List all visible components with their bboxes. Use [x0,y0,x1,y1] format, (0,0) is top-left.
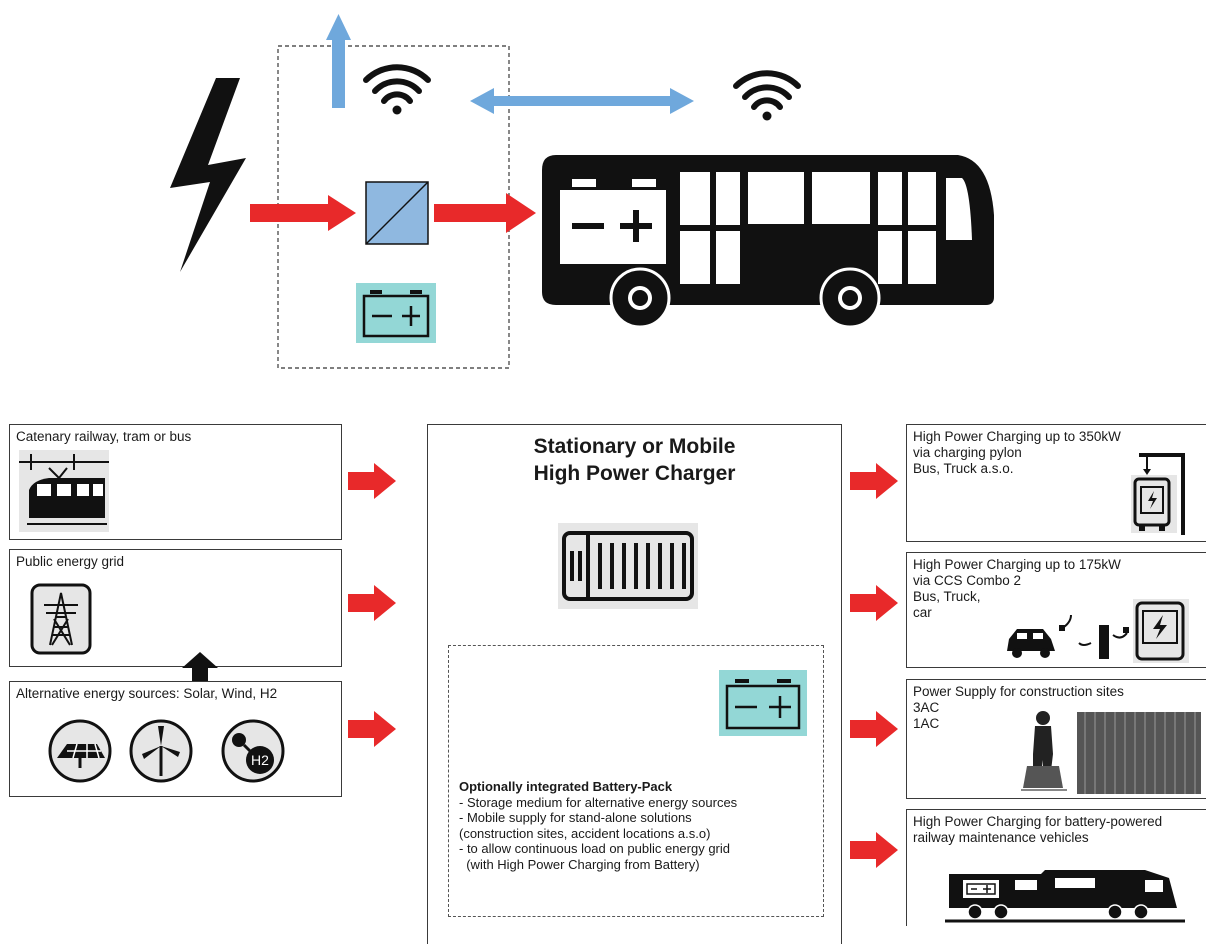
uplink-arrow [326,14,351,108]
source-label: Catenary railway, tram or bus [16,429,192,444]
output-label: High Power Charging for battery-powered … [913,814,1163,845]
power-pylon-icon [30,583,92,655]
communication-arrow [470,88,694,114]
battery-pack-line: - Storage medium for alternative energy … [459,794,738,810]
output-box-railway: High Power Charging for battery-powered … [906,809,1206,926]
train-icon [19,450,109,532]
source-label: Public energy grid [16,554,125,569]
source-label: Alternative energy sources: Solar, Wind,… [16,686,278,701]
battery-icon [356,283,436,343]
output-label: High Power Charging up to 175kW via CCS … [913,557,1121,620]
output-arrow-railway [850,832,898,868]
battery-pack-line: (with High Power Charging from Battery) [459,856,700,872]
input-arrow-catenary [348,463,396,499]
container-icon [558,523,698,609]
charger-title: Stationary or Mobile High Power Charger [533,435,736,485]
output-arrow-construction [850,711,898,747]
source-box-catenary: Catenary railway, tram or bus [9,424,342,540]
output-arrow-175kw [850,585,898,621]
battery-pack-description: Optionally integrated Battery-Pack - Sto… [459,779,737,872]
worker-container-icon [1021,711,1201,794]
bus-icon [542,155,994,329]
wifi-icon [363,64,431,115]
railway-vehicle-icon [945,870,1185,923]
battery-pack-title: Optionally integrated Battery-Pack [459,779,673,794]
output-box-175kw: High Power Charging up to 175kW via CCS … [906,552,1206,668]
output-box-350kw: High Power Charging up to 350kW via char… [906,424,1206,542]
battery-pack-line: (construction sites, accident locations … [459,825,711,841]
solar-panel-icon [48,719,112,783]
bus-charging-pylon-icon [1131,453,1185,535]
battery-pack-line: - to allow continuous load on public ene… [459,841,731,856]
wind-turbine-icon [129,719,193,783]
hydrogen-icon: H2 [221,719,285,783]
charger-box: Stationary or Mobile High Power Charger … [427,424,842,944]
car-bus-charging-icon [1007,599,1189,663]
h2-label: H2 [251,752,269,768]
converter-icon [365,181,429,245]
wifi-icon [733,70,801,121]
output-label: High Power Charging up to 350kW via char… [913,429,1121,476]
input-arrow-alternative [348,711,396,747]
battery-pack-section: Optionally integrated Battery-Pack - Sto… [448,645,824,917]
battery-icon [719,670,807,736]
source-box-alternative: Alternative energy sources: Solar, Wind,… [9,681,342,797]
output-label: Power Supply for construction sites 3AC … [913,684,1124,731]
power-output-arrow [434,193,536,233]
top-diagram [170,14,994,369]
battery-pack-line: - Mobile supply for stand-alone solution… [459,810,692,825]
input-arrow-grid [348,585,396,621]
source-box-grid: Public energy grid [9,549,342,667]
upward-arrow [182,652,218,684]
output-box-construction: Power Supply for construction sites 3AC … [906,679,1206,799]
lightning-icon [170,78,246,272]
output-arrow-350kw [850,463,898,499]
power-input-arrow [250,195,356,231]
